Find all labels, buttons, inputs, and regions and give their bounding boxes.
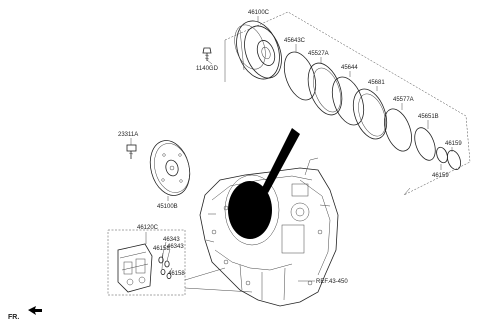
label-45527A: 45527A bbox=[308, 51, 329, 57]
label-45577A: 45577A bbox=[393, 97, 414, 103]
part-1140GD-bolt bbox=[202, 47, 212, 61]
part-46343-46158-o-rings bbox=[158, 241, 173, 279]
label-45100B: 45100B bbox=[157, 204, 178, 210]
label-23311A: 23311A bbox=[118, 132, 138, 138]
part-45527A-ring bbox=[307, 62, 343, 116]
part-45577A-ring bbox=[384, 108, 412, 152]
valve-body-group-box bbox=[107, 229, 253, 296]
part-46120C-valve-body bbox=[117, 232, 153, 293]
ref-label: REF.43-450 bbox=[316, 279, 348, 285]
bell-housing-opening bbox=[228, 181, 272, 239]
label-45651B: 45651B bbox=[418, 114, 439, 120]
label-1140GD: 1140GD bbox=[196, 66, 219, 72]
assembly-callout-wedge bbox=[262, 128, 300, 193]
top-group-leaders bbox=[206, 16, 453, 170]
label-46343-lower: 46343 bbox=[167, 244, 184, 250]
label-45644: 45644 bbox=[341, 65, 358, 71]
part-45651B-ring bbox=[414, 127, 436, 161]
part-46100C-clutch-assembly bbox=[234, 20, 282, 80]
label-45643C: 45643C bbox=[284, 38, 306, 44]
label-46343-upper: 46343 bbox=[163, 237, 180, 243]
part-45681-ring bbox=[352, 88, 388, 140]
label-45681: 45681 bbox=[368, 80, 385, 86]
front-direction-arrow bbox=[28, 306, 42, 315]
part-23311A-bolt bbox=[126, 138, 137, 159]
label-46158-lower: 46158 bbox=[168, 271, 185, 277]
torque-converter-group-box bbox=[224, 11, 471, 196]
part-46159-seal-rings bbox=[436, 146, 461, 171]
label-46158-upper: 46158 bbox=[153, 246, 170, 252]
label-46100C: 46100C bbox=[248, 10, 270, 16]
label-46159-lower: 46159 bbox=[432, 173, 449, 179]
label-46120C: 46120C bbox=[137, 225, 159, 231]
label-46159-upper: 46159 bbox=[445, 141, 462, 147]
part-45100B-flex-plate bbox=[149, 140, 191, 201]
part-45643C-ring bbox=[283, 51, 317, 101]
front-label: FR. bbox=[8, 314, 19, 321]
part-45644-ring bbox=[331, 76, 365, 126]
